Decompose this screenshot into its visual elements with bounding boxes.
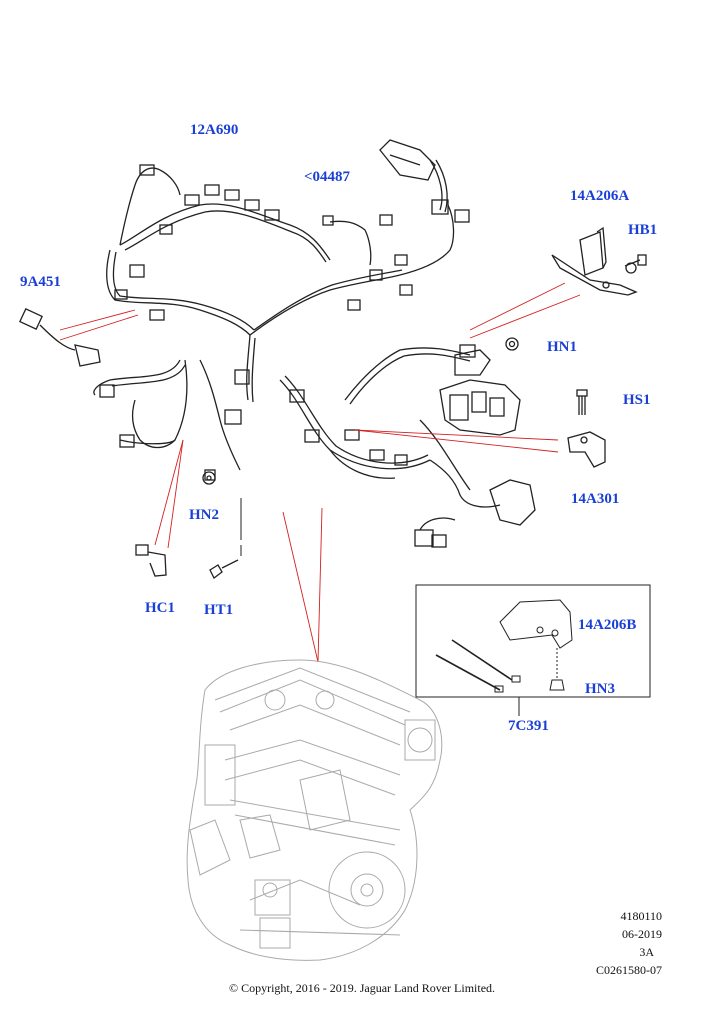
bolt-HS1-graphic[interactable] <box>576 389 588 415</box>
callout-HT1[interactable]: HT1 <box>204 602 234 618</box>
callout-12A690[interactable]: 12A690 <box>190 122 239 138</box>
illustration-revision: 3A <box>639 945 654 959</box>
engine-reference-outline <box>186 659 443 961</box>
sensor-9A451-graphic[interactable] <box>19 307 101 367</box>
callout-14A206B[interactable]: 14A206B <box>578 617 637 633</box>
callout-04487[interactable]: <04487 <box>304 169 351 185</box>
illustration-reference: C0261580-07 <box>596 963 662 977</box>
bracket-14A301-graphic[interactable] <box>567 431 606 468</box>
engine-wiring-harness[interactable] <box>93 139 536 548</box>
nut-HN1-graphic[interactable] <box>505 337 519 351</box>
callout-14A301[interactable]: 14A301 <box>571 491 620 507</box>
callout-HS1[interactable]: HS1 <box>623 392 651 408</box>
callout-HN1[interactable]: HN1 <box>547 339 577 355</box>
callout-HC1[interactable]: HC1 <box>145 600 175 616</box>
callout-14A206A[interactable]: 14A206A <box>570 188 630 204</box>
callout-HN2[interactable]: HN2 <box>189 507 219 523</box>
kit-box-7C391[interactable] <box>415 584 651 716</box>
clip-HC1-graphic[interactable] <box>135 544 167 577</box>
illustration-number: 4180110 <box>620 909 662 923</box>
nut-HN2-graphic[interactable] <box>202 471 216 485</box>
illustration-date: 06-2019 <box>622 927 662 941</box>
callout-HB1[interactable]: HB1 <box>628 222 658 238</box>
tie-HT1-graphic[interactable] <box>209 559 239 579</box>
callout-7C391[interactable]: 7C391 <box>508 718 549 734</box>
copyright-notice: © Copyright, 2016 - 2019. Jaguar Land Ro… <box>228 981 496 995</box>
illustration-meta: 4180110 06-2019 3A C0261580-07 <box>596 907 662 979</box>
bracket-14A206A-graphic[interactable] <box>551 226 647 296</box>
leader-lines <box>59 282 581 663</box>
callout-9A451[interactable]: 9A451 <box>20 274 61 290</box>
callout-HN3[interactable]: HN3 <box>585 681 615 697</box>
